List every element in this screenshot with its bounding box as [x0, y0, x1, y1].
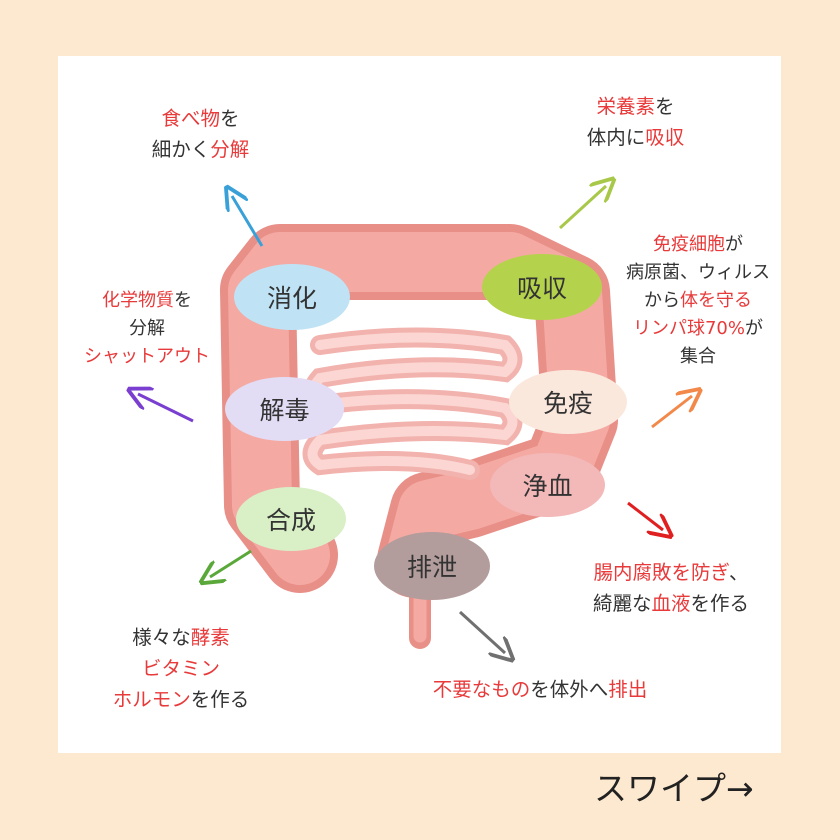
swipe-hint[interactable]: スワイプ→ — [594, 769, 754, 808]
detox-arrow — [138, 394, 194, 423]
immunity-label: 免疫 — [509, 370, 627, 434]
immunity-note: 免疫細胞が 病原菌、ウィルス から体を守る リンパ球70%が 集合 — [626, 234, 770, 367]
immunity-arrow — [651, 396, 692, 429]
digestion-note: 食べ物を 細かく分解 — [151, 107, 250, 161]
purification-label: 浄血 — [490, 453, 605, 517]
excretion-note: 不要なものを体外へ排出 — [432, 678, 648, 701]
synthesis-arrow — [210, 549, 252, 577]
digestion-arrow — [232, 196, 264, 247]
digestion-label: 消化 — [234, 264, 350, 330]
excretion-label: 排泄 — [374, 532, 490, 600]
small-intestine — [302, 327, 523, 480]
absorption-label: 吸収 — [482, 254, 602, 320]
synthesis-label: 合成 — [236, 487, 346, 551]
purification-note: 腸内腐敗を防ぎ、 綺麗な血液を作る — [592, 561, 750, 615]
detox-label: 解毒 — [225, 377, 344, 441]
purification-arrow — [627, 501, 663, 530]
detox-note: 化学物質を 分解 シャットアウト — [84, 290, 210, 367]
excretion-arrow — [458, 610, 505, 653]
synthesis-note: 様々な酵素 ビタミン ホルモンを作る — [112, 626, 250, 711]
absorption-note: 栄養素を 体内に吸収 — [586, 95, 685, 149]
absorption-arrow — [558, 186, 606, 230]
